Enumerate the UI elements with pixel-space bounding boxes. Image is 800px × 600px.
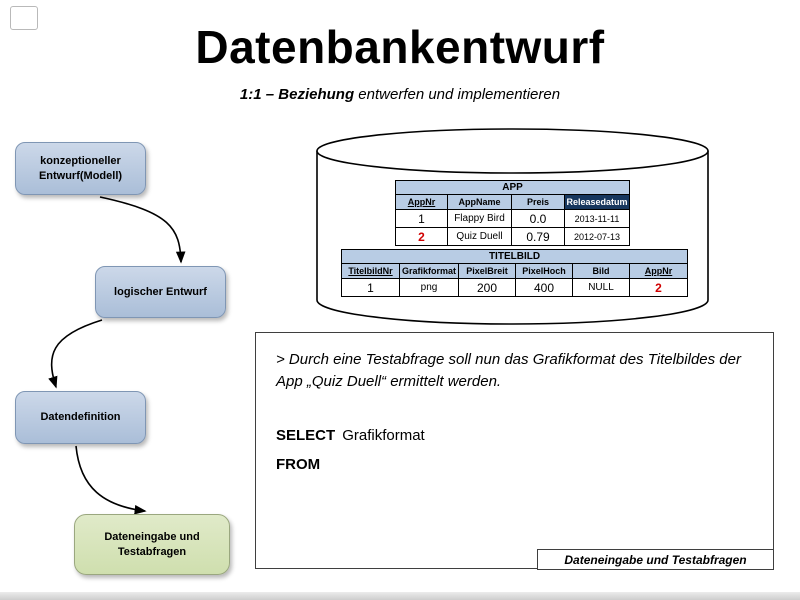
flow-node-konzeptioneller-entwurf: konzeptioneller Entwurf(Modell) bbox=[15, 142, 146, 195]
cell-grafikformat: png bbox=[399, 278, 459, 297]
slide-subtitle: 1:1 – Beziehung entwerfen und implementi… bbox=[0, 86, 800, 103]
sql-select-keyword: SELECT bbox=[276, 426, 336, 444]
table-title-row: TITELBILD bbox=[340, 249, 689, 264]
task-prompt: > Durch eine Testabfrage soll nun das Gr… bbox=[276, 351, 741, 390]
sql-select-line: SELECT Grafikformat bbox=[276, 427, 753, 444]
table-title-row: APP bbox=[395, 180, 630, 195]
slide-corner-placeholder bbox=[10, 6, 38, 30]
flow-node-label: Datendefinition bbox=[40, 411, 121, 424]
flow-node-logischer-entwurf: logischer Entwurf bbox=[95, 266, 226, 318]
column-header-releasedatum: Releasedatum bbox=[564, 194, 630, 210]
cell-releasedatum: 2012-07-13 bbox=[564, 227, 630, 246]
sql-from-keyword: FROM bbox=[276, 455, 321, 473]
flow-node-datendefinition: Datendefinition bbox=[15, 391, 146, 444]
connector-arrow-3 bbox=[75, 445, 147, 515]
task-box: > Durch eine Testabfrage soll nun das Gr… bbox=[255, 332, 774, 569]
cell-pixelhoch: 400 bbox=[515, 278, 573, 297]
page-title: Datenbankentwurf bbox=[195, 21, 605, 73]
sql-from-line: FROM bbox=[276, 456, 753, 473]
cell-pixelbreit: 200 bbox=[458, 278, 516, 297]
column-header-pixelhoch: PixelHoch bbox=[515, 263, 573, 279]
column-header-titelbildnr: TitelbildNr bbox=[341, 263, 400, 279]
table-row: 1 png 200 400 NULL 2 bbox=[341, 278, 689, 297]
column-header-grafikformat: Grafikformat bbox=[399, 263, 459, 279]
column-header-appname: AppName bbox=[447, 194, 512, 210]
table-row: 1 Flappy Bird 0.0 2013-11-11 bbox=[395, 209, 630, 228]
cell-appname: Flappy Bird bbox=[447, 209, 512, 228]
table-header-row: TitelbildNr Grafikformat PixelBreit Pixe… bbox=[341, 263, 689, 279]
cell-titelbildnr: 1 bbox=[341, 278, 400, 297]
column-header-pixelbreit: PixelBreit bbox=[458, 263, 516, 279]
flow-node-label: konzeptioneller Entwurf(Modell) bbox=[38, 154, 123, 182]
cell-bild: NULL bbox=[572, 278, 630, 297]
cell-preis: 0.79 bbox=[511, 227, 565, 246]
column-header-bild: Bild bbox=[572, 263, 630, 279]
titelbild-table-title: TITELBILD bbox=[340, 249, 689, 264]
flow-node-dateneingabe-testabfragen: Dateneingabe und Testabfragen bbox=[74, 514, 230, 575]
subtitle-rest: entwerfen und implementieren bbox=[354, 86, 561, 103]
sql-select-argument: Grafikformat bbox=[342, 426, 425, 444]
cell-appnr-fk: 2 bbox=[628, 278, 689, 297]
app-table: APP AppNr AppName Preis Releasedatum 1 F… bbox=[395, 180, 630, 246]
cell-appnr: 2 bbox=[395, 227, 448, 246]
table-header-row: AppNr AppName Preis Releasedatum bbox=[395, 194, 630, 210]
column-header-appnr-fk: AppNr bbox=[628, 263, 689, 279]
cell-releasedatum: 2013-11-11 bbox=[564, 209, 630, 228]
connector-arrow-1 bbox=[99, 196, 186, 264]
cell-appname: Quiz Duell bbox=[447, 227, 512, 246]
column-header-appnr: AppNr bbox=[395, 194, 448, 210]
column-header-preis: Preis bbox=[511, 194, 565, 210]
table-row: 2 Quiz Duell 0.79 2012-07-13 bbox=[395, 227, 630, 246]
app-table-title: APP bbox=[395, 180, 630, 195]
flow-node-label: Dateneingabe und Testabfragen bbox=[104, 530, 200, 558]
titelbild-table: TITELBILD TitelbildNr Grafikformat Pixel… bbox=[340, 249, 689, 297]
footer-label: Dateneingabe und Testabfragen bbox=[537, 549, 774, 570]
flow-node-label: logischer Entwurf bbox=[114, 285, 207, 298]
cell-preis: 0.0 bbox=[511, 209, 565, 228]
slide-bottom-edge bbox=[0, 592, 800, 600]
subtitle-emphasis: 1:1 – Beziehung bbox=[239, 86, 355, 103]
connector-arrow-2 bbox=[48, 319, 103, 389]
cell-appnr: 1 bbox=[395, 209, 448, 228]
